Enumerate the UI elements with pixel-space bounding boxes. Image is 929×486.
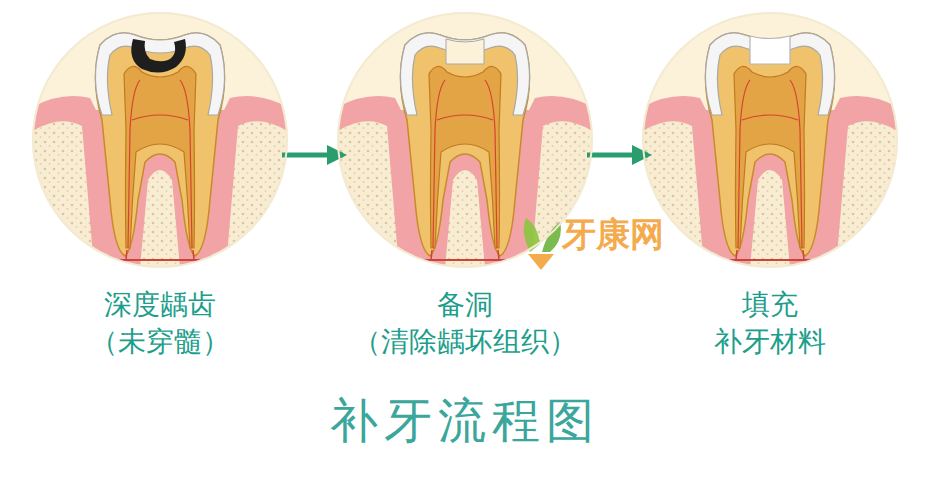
circle-outline — [642, 12, 898, 268]
step-circle: 深度龋齿（未穿髓） — [32, 12, 288, 268]
step-name: 深度龋齿 — [90, 286, 230, 323]
step-detail: （未穿髓） — [90, 323, 230, 360]
circle-border — [643, 13, 897, 267]
circle-outline — [32, 12, 288, 268]
step-detail: （清除龋坏组织） — [353, 323, 577, 360]
step-circle: 备洞（清除龋坏组织） — [337, 12, 593, 268]
step-caption: 深度龋齿（未穿髓） — [90, 286, 230, 360]
step-caption: 备洞（清除龋坏组织） — [353, 286, 577, 360]
flow-arrow — [587, 153, 648, 158]
circle-border — [338, 13, 592, 267]
watermark: 牙康网 — [562, 214, 664, 254]
diagram-title: 补牙流程图 — [0, 390, 929, 450]
step-name: 填充 — [714, 286, 826, 323]
step-detail: 补牙材料 — [714, 323, 826, 360]
circle-outline — [337, 12, 593, 268]
step-caption: 填充补牙材料 — [714, 286, 826, 360]
circle-border — [33, 13, 287, 267]
step-circle: 填充补牙材料 — [642, 12, 898, 268]
step-name: 备洞 — [353, 286, 577, 323]
flow-arrow — [282, 153, 343, 158]
